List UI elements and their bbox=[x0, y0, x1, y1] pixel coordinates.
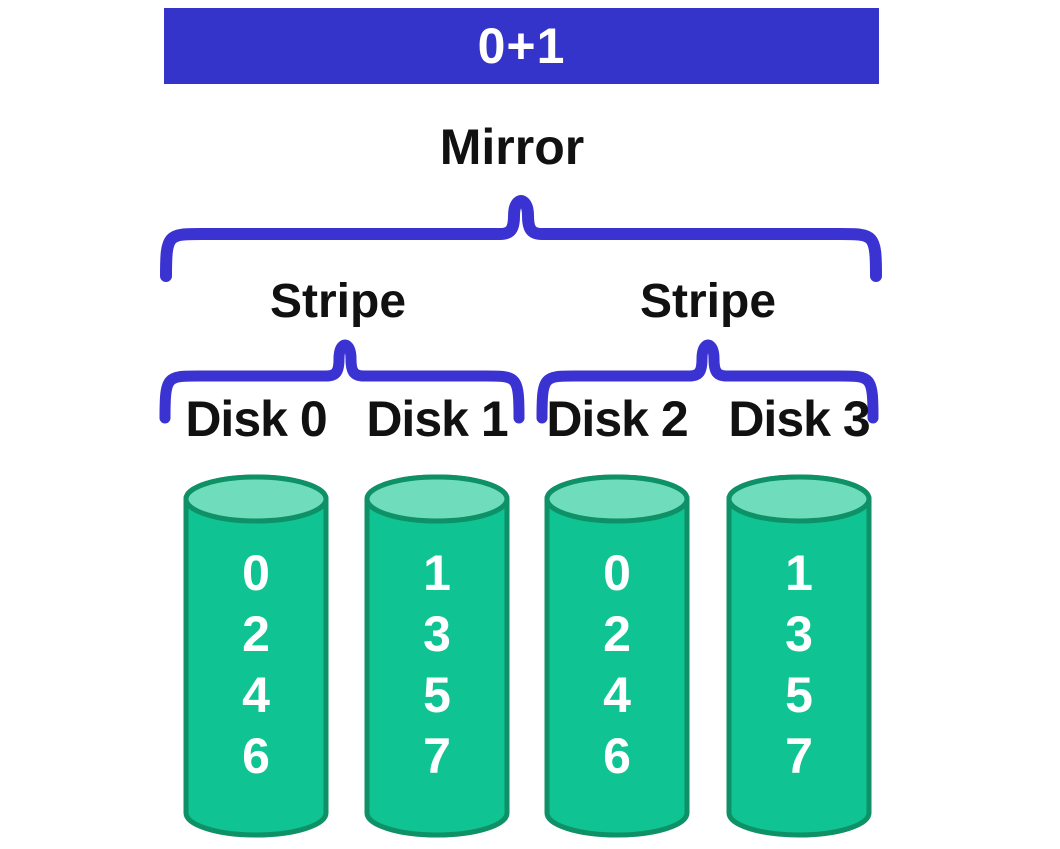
disk-label-1: Disk 1 bbox=[366, 391, 508, 447]
block-value: 3 bbox=[423, 606, 451, 662]
block-value: 3 bbox=[785, 606, 813, 662]
stripe-label-right: Stripe bbox=[639, 275, 777, 328]
block-value: 0 bbox=[242, 545, 270, 601]
stripe-brace-left bbox=[159, 339, 525, 424]
disk-cylinder-3 bbox=[726, 474, 872, 838]
disk-cylinder-1 bbox=[364, 474, 510, 838]
disk-blocks-2: 0 2 4 6 bbox=[543, 543, 691, 787]
disk-blocks-3: 1 3 5 7 bbox=[725, 543, 873, 787]
block-value: 7 bbox=[785, 728, 813, 784]
block-value: 6 bbox=[242, 728, 270, 784]
block-value: 2 bbox=[603, 606, 631, 662]
raid-level-title: 0+1 bbox=[477, 18, 566, 74]
block-value: 2 bbox=[242, 606, 270, 662]
block-value: 5 bbox=[785, 667, 813, 723]
block-value: 5 bbox=[423, 667, 451, 723]
stripe-label-left: Stripe bbox=[269, 275, 407, 328]
disk-cylinder-0 bbox=[183, 474, 329, 838]
block-value: 4 bbox=[603, 667, 631, 723]
mirror-label: Mirror bbox=[439, 119, 585, 175]
block-value: 7 bbox=[423, 728, 451, 784]
disk-cylinder-2 bbox=[544, 474, 690, 838]
stripe-brace-right bbox=[536, 339, 879, 424]
block-value: 6 bbox=[603, 728, 631, 784]
disk-blocks-1: 1 3 5 7 bbox=[363, 543, 511, 787]
disk-label-3: Disk 3 bbox=[728, 391, 870, 447]
raid-level-banner: 0+1 bbox=[164, 8, 879, 84]
disk-blocks-0: 0 2 4 6 bbox=[182, 543, 330, 787]
block-value: 1 bbox=[785, 545, 813, 601]
mirror-brace bbox=[160, 195, 882, 282]
disk-label-0: Disk 0 bbox=[185, 391, 327, 447]
block-value: 1 bbox=[423, 545, 451, 601]
disk-label-2: Disk 2 bbox=[546, 391, 688, 447]
block-value: 4 bbox=[242, 667, 270, 723]
block-value: 0 bbox=[603, 545, 631, 601]
